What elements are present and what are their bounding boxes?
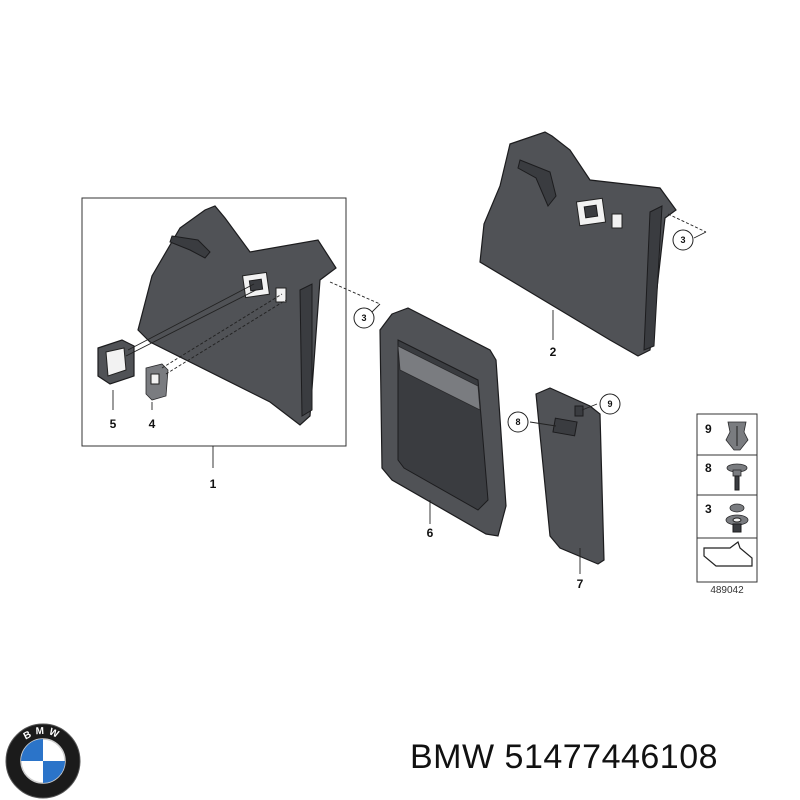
- cover-part-4: [145, 363, 169, 401]
- trim-panel-part-1: [137, 205, 337, 426]
- side-trim-part-7: [535, 387, 605, 565]
- bmw-roundel-icon: BMW: [5, 723, 81, 799]
- fastener-legend: 9 8 3 489042: [696, 413, 758, 596]
- callout-1: 1: [210, 477, 217, 491]
- callout-3-left: 3: [361, 313, 366, 323]
- part-number-caption: BMW 51477446108: [410, 738, 719, 776]
- frame-part-5: [97, 339, 135, 385]
- generic-part-symbol-icon: [703, 541, 753, 567]
- callout-8: 8: [515, 417, 520, 427]
- callout-7: 7: [577, 577, 584, 591]
- diagram-code: 489042: [710, 585, 744, 596]
- screw-icon: [726, 463, 748, 491]
- legend-number-8: 8: [705, 461, 712, 475]
- legend-number-3: 3: [705, 502, 712, 516]
- callout-5: 5: [110, 417, 117, 431]
- callout-2: 2: [550, 345, 557, 359]
- callout-4: 4: [149, 417, 156, 431]
- trim-panel-part-2: [479, 131, 677, 357]
- callout-9: 9: [607, 399, 612, 409]
- legend-number-9: 9: [705, 422, 712, 436]
- callout-6: 6: [427, 526, 434, 540]
- storage-tray-part-6: [379, 307, 507, 537]
- expanding-rivet-icon: [725, 503, 749, 533]
- clip-icon: [725, 421, 749, 451]
- part-1-group-frame: [81, 197, 347, 447]
- callout-3-right: 3: [680, 235, 685, 245]
